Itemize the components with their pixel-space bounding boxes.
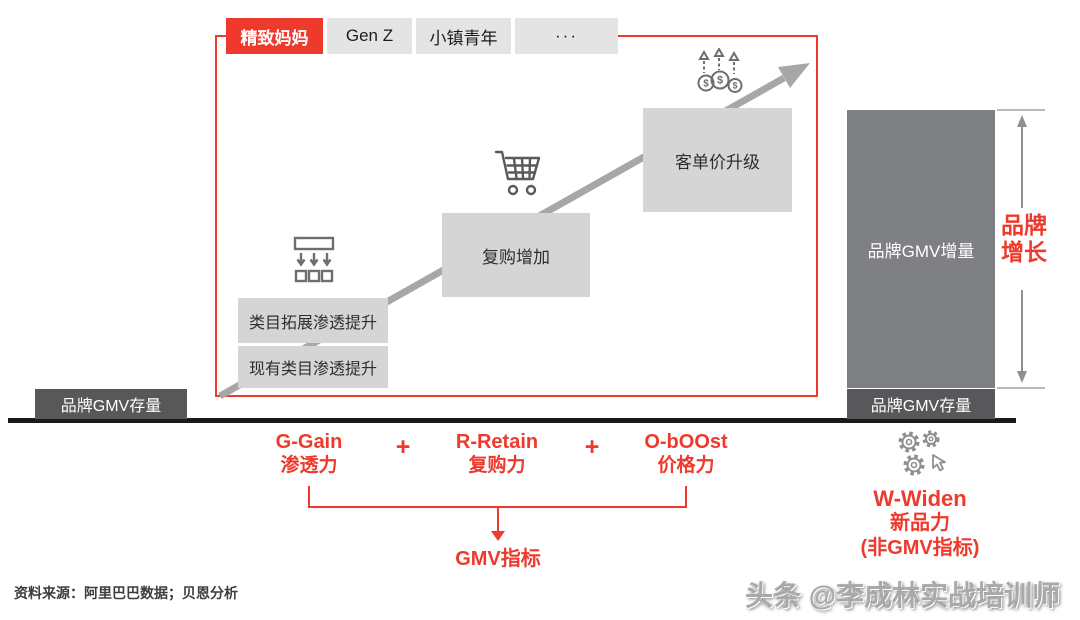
svg-text:$: $ bbox=[732, 81, 737, 91]
formula-boost-cn: 价格力 bbox=[657, 455, 715, 476]
brand-gmv-stock-right: 品牌GMV存量 bbox=[847, 389, 995, 419]
widen-cn: 新品力 bbox=[889, 512, 950, 534]
formula-gain-cn: 渗透力 bbox=[280, 455, 338, 476]
formula-boost: O-bOOst 价格力 bbox=[644, 431, 727, 477]
step-category-expansion-penetration: 类目拓展渗透提升 bbox=[238, 298, 388, 343]
formula-retain-en: R-Retain bbox=[455, 431, 539, 453]
gears-icon bbox=[898, 430, 946, 476]
watermark: 头条 @李成林实战培训师 bbox=[745, 580, 1061, 611]
tab-more[interactable]: ··· bbox=[515, 18, 618, 54]
step-repurchase-increase: 复购增加 bbox=[442, 213, 590, 297]
dimension-tick-bottom bbox=[997, 387, 1045, 389]
bracket-arrowhead bbox=[491, 531, 505, 541]
growth-span-arrow bbox=[1017, 115, 1027, 383]
formula-boost-en: O-bOOst bbox=[644, 431, 728, 453]
brand-growth-line1: 品牌 bbox=[1001, 212, 1047, 238]
rising-price-coins-icon: $ $ $ bbox=[697, 48, 743, 93]
plus-sign-1: + bbox=[395, 433, 411, 461]
plus-sign-2: + bbox=[584, 433, 600, 461]
axis-baseline bbox=[8, 418, 1016, 423]
formula-gain: G-Gain 渗透力 bbox=[276, 431, 343, 477]
formula-retain: R-Retain 复购力 bbox=[456, 431, 538, 477]
tab-gen-z[interactable]: Gen Z bbox=[327, 18, 412, 54]
svg-text:$: $ bbox=[717, 75, 723, 87]
formula-retain-cn: 复购力 bbox=[468, 455, 526, 476]
tab-refined-mom[interactable]: 精致妈妈 bbox=[226, 18, 323, 54]
widen-en: W-Widen bbox=[873, 486, 967, 511]
bracket-left-line bbox=[308, 486, 310, 508]
formula-gain-en: G-Gain bbox=[275, 431, 343, 453]
brand-gmv-increment-box: 品牌GMV增量 bbox=[847, 110, 995, 388]
bracket-right-line bbox=[685, 486, 687, 508]
tab-small-town-youth[interactable]: 小镇青年 bbox=[416, 18, 511, 54]
brand-growth-label: 品牌 增长 bbox=[996, 212, 1052, 266]
brand-gmv-stock-left: 品牌GMV存量 bbox=[35, 389, 187, 419]
data-source-note: 资料来源：阿里巴巴数据；贝恩分析 bbox=[14, 585, 238, 601]
brand-growth-line2: 增长 bbox=[1001, 239, 1047, 265]
widen-note: (非GMV指标) bbox=[860, 537, 980, 559]
step-existing-category-penetration: 现有类目渗透提升 bbox=[238, 346, 388, 388]
step-price-upgrade: 客单价升级 bbox=[643, 108, 792, 212]
dimension-tick-top bbox=[997, 109, 1045, 111]
gmv-metric-label: GMV指标 bbox=[455, 548, 541, 570]
svg-text:$: $ bbox=[703, 79, 709, 90]
bracket-arrow-stem bbox=[497, 506, 499, 532]
category-distribution-icon bbox=[293, 236, 335, 283]
shopping-cart-icon bbox=[494, 150, 541, 196]
segment-tabs: 精致妈妈 Gen Z 小镇青年 ··· bbox=[226, 18, 618, 54]
widen-block: W-Widen 新品力 (非GMV指标) bbox=[861, 486, 980, 561]
